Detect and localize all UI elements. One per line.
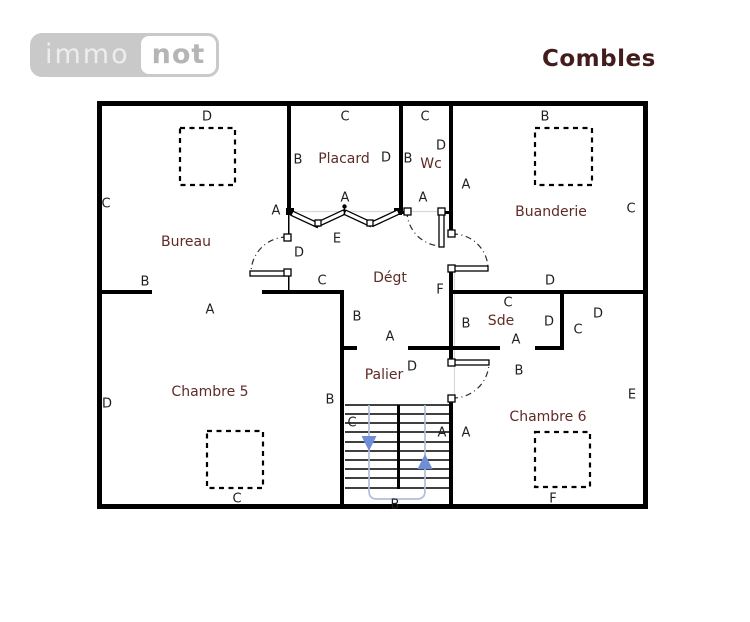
immonot-logo: immo not (30, 33, 220, 77)
logo-immo-text: immo (30, 33, 148, 77)
up-arrow-icon (417, 454, 433, 469)
velux-window (205, 429, 265, 490)
outer-walls (97, 101, 648, 509)
down-arrow-icon (361, 436, 377, 451)
folding-door-placard (286, 204, 402, 229)
logo-not-text: not (137, 33, 220, 77)
velux-window (178, 126, 237, 187)
doors (249, 204, 490, 403)
door-buanderie (447, 229, 489, 273)
velux-windows (178, 126, 594, 490)
velux-window (533, 126, 594, 187)
door-wc (403, 207, 446, 248)
door-chambre6 (447, 358, 490, 403)
plan-title: Combles (542, 46, 656, 72)
guide-lines (292, 210, 456, 399)
staircase (345, 404, 449, 500)
velux-window (533, 430, 592, 489)
stairs-walkline (368, 405, 426, 500)
door-bureau (249, 233, 292, 277)
